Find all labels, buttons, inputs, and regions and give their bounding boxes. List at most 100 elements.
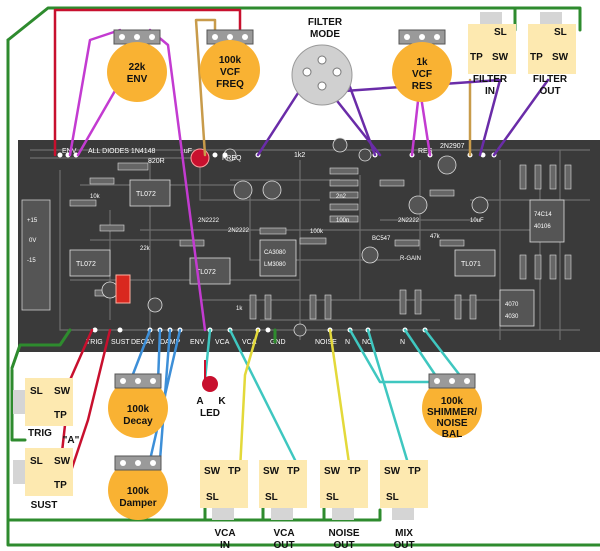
jack-socket — [13, 460, 25, 484]
pcb-misc-2n2: 2n2 — [336, 194, 347, 200]
pot-label-line3: NOISE — [436, 418, 467, 429]
pcb-bottom-trig: TRIG — [86, 339, 103, 346]
pcb-trimmer — [115, 274, 131, 304]
led-body — [202, 376, 218, 392]
pcb-misc-22k: 22k — [140, 246, 151, 252]
jack-tp: TP — [348, 466, 361, 477]
pcb-misc-100n: 100n — [336, 218, 349, 224]
jack-sl: SL — [494, 27, 507, 38]
vca-out-jack[interactable]: SW TP SL VCA OUT — [259, 460, 307, 551]
pcb-misc-0v: 0V — [29, 238, 36, 244]
filter-mode-label-1: FILTER — [308, 17, 343, 28]
pcb-misc-p15: +15 — [27, 218, 38, 224]
pcb-bottom-sust: SUST — [111, 339, 130, 346]
pot-100k-shimmer-noise-bal[interactable]: 100k SHIMMER/ NOISE BAL — [422, 373, 482, 440]
pot-100k-damper[interactable]: 100k Damper — [108, 455, 168, 520]
jack-tp: TP — [470, 52, 483, 63]
link-a-label: "A" — [63, 435, 80, 446]
pcb-label-1k2: 1k2 — [294, 152, 305, 159]
pcb-misc-10uf: 10uF — [470, 218, 484, 224]
pcb-transistor-label-2: 2N2222 — [228, 228, 250, 234]
pcb-transistors — [233, 155, 457, 264]
pot-label-line1: 100k — [127, 404, 150, 415]
jack-caption-2: OUT — [393, 540, 414, 551]
pcb-misc-10k: 10k — [90, 194, 101, 200]
jack-caption-1: VCA — [214, 528, 235, 539]
vca-in-jack[interactable]: SW TP SL VCA IN — [200, 460, 248, 551]
noise-out-jack[interactable]: SW TP SL NOISE OUT — [320, 460, 368, 551]
mix-out-jack[interactable]: SW TP SL MIX OUT — [380, 460, 428, 551]
pcb-chip-label-8: 40106 — [534, 224, 551, 230]
pot-label-line1: 22k — [129, 62, 146, 73]
wire-purple-1 — [256, 88, 302, 157]
wire-tan-freq — [194, 18, 217, 157]
pot-label-line2: VCF — [412, 69, 432, 80]
jack-tp: TP — [287, 466, 300, 477]
filter-mode-switch[interactable]: FILTER MODE — [291, 17, 353, 106]
wire-green-outer — [6, 38, 600, 547]
pot-100k-decay[interactable]: 100k Decay — [108, 373, 168, 438]
jack-caption-1: NOISE — [328, 528, 359, 539]
jack-caption-2: OUT — [273, 540, 294, 551]
pcb-misc-1k: 1k — [236, 306, 243, 312]
pcb-transistor-label-4: BC547 — [372, 236, 391, 242]
pcb-label-res: RES — [418, 148, 433, 155]
jack-caption-1: FILTER — [473, 74, 508, 85]
jack-body — [320, 460, 368, 508]
wire-red-sust — [66, 328, 112, 482]
wire-yellow-vcain — [238, 328, 260, 472]
pcb-chip-label-9: 4070 — [505, 302, 519, 308]
panel-led: A K LED — [196, 360, 226, 419]
pot-knob — [107, 42, 167, 102]
pcb-led — [190, 148, 210, 168]
pot-label-line1: 1k — [416, 57, 428, 68]
wire-cyan-shimmer-1 — [348, 328, 452, 384]
jack-tp: TP — [530, 52, 543, 63]
wires — [6, 6, 600, 547]
pot-100k-vcf-freq[interactable]: 100k VCF FREQ — [200, 29, 260, 100]
jack-sl: SL — [30, 456, 43, 467]
wire-green-trig — [10, 368, 27, 442]
pcb-chip-label-7: 74C14 — [534, 212, 552, 218]
trig-jack[interactable]: SL SW TP TRIG — [13, 378, 73, 439]
pot-label-line1: 100k — [219, 55, 242, 66]
jack-caption-2: IN — [485, 86, 495, 97]
jack-body — [380, 460, 428, 508]
jack-sw: SW — [324, 466, 341, 477]
pcb-bottom-env: ENV — [190, 339, 205, 346]
pot-22k-env[interactable]: 22k ENV — [107, 29, 167, 102]
wire-green-top — [6, 6, 582, 42]
pcb-label-diodes: ALL DIODES 1N4148 — [88, 148, 156, 155]
pot-1k-vcf-res[interactable]: 1k VCF RES — [392, 29, 452, 102]
jack-socket — [271, 508, 293, 520]
jack-sl: SL — [386, 492, 399, 503]
pot-label-line3: FREQ — [216, 79, 244, 90]
jack-body — [468, 24, 516, 74]
jack-sw: SW — [54, 386, 71, 397]
filter-in-jack[interactable]: SL TP SW FILTER IN — [468, 12, 516, 97]
pcb-label-freq: FREQ — [222, 155, 242, 162]
jack-tp: TP — [228, 466, 241, 477]
pcb-chip-label-1: TL072 — [136, 191, 156, 198]
chip-tl071 — [454, 249, 496, 277]
pcb-transistor-label-1: 2N2222 — [198, 218, 220, 224]
pcb-label-2n2907: 2N2907 — [440, 143, 465, 150]
jack-tp: TP — [54, 410, 67, 421]
pcb-transistor-label-3: 2N2222 — [398, 218, 420, 224]
jack-caption-1: FILTER — [533, 74, 568, 85]
jack-body — [200, 460, 248, 508]
jack-sl: SL — [206, 492, 219, 503]
sust-jack[interactable]: SL SW TP SUST — [13, 448, 73, 511]
jack-socket — [540, 12, 562, 24]
jack-sl: SL — [265, 492, 278, 503]
switch-body — [291, 44, 353, 106]
pcb-chips — [69, 179, 565, 327]
pcb-chip-label-5: CA3080 — [264, 250, 286, 256]
pcb-chip-label-2: TL072 — [76, 261, 96, 268]
wire-red-env — [53, 8, 242, 157]
jack-caption-2: OUT — [333, 540, 354, 551]
pot-label-line3: RES — [412, 81, 433, 92]
chip-tl072-2 — [69, 249, 111, 277]
filter-out-jack[interactable]: SL TP SW FILTER OUT — [528, 12, 576, 97]
